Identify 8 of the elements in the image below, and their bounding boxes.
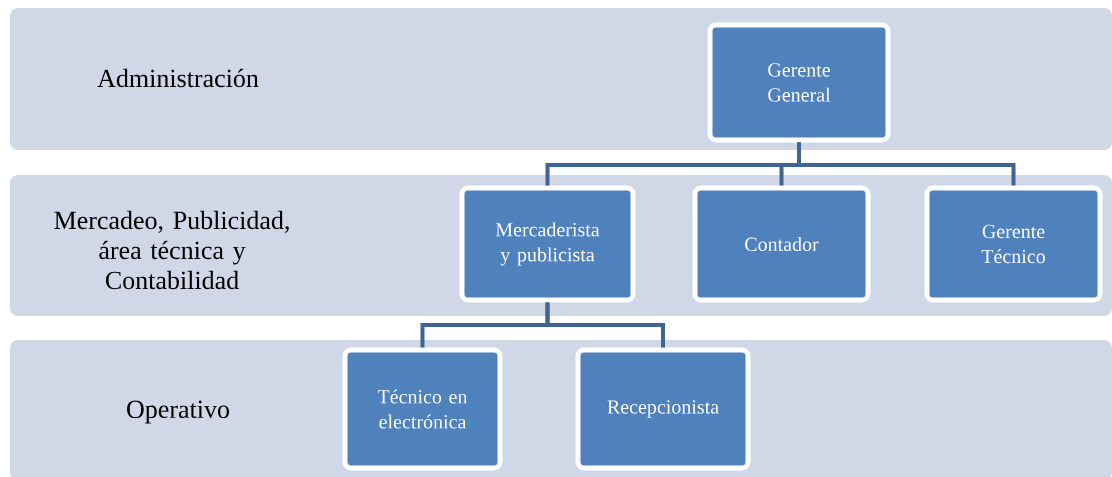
role-box: Recepcionista xyxy=(575,347,751,471)
role-box: Técnico en electrónica xyxy=(342,347,503,471)
role-box: Mercaderista y publicista xyxy=(459,185,636,303)
role-box: Gerente Técnico xyxy=(924,185,1103,303)
role-box: Contador xyxy=(692,185,871,303)
role-box: Gerente General xyxy=(707,22,891,143)
connector xyxy=(545,302,665,348)
connector xyxy=(797,142,1016,186)
